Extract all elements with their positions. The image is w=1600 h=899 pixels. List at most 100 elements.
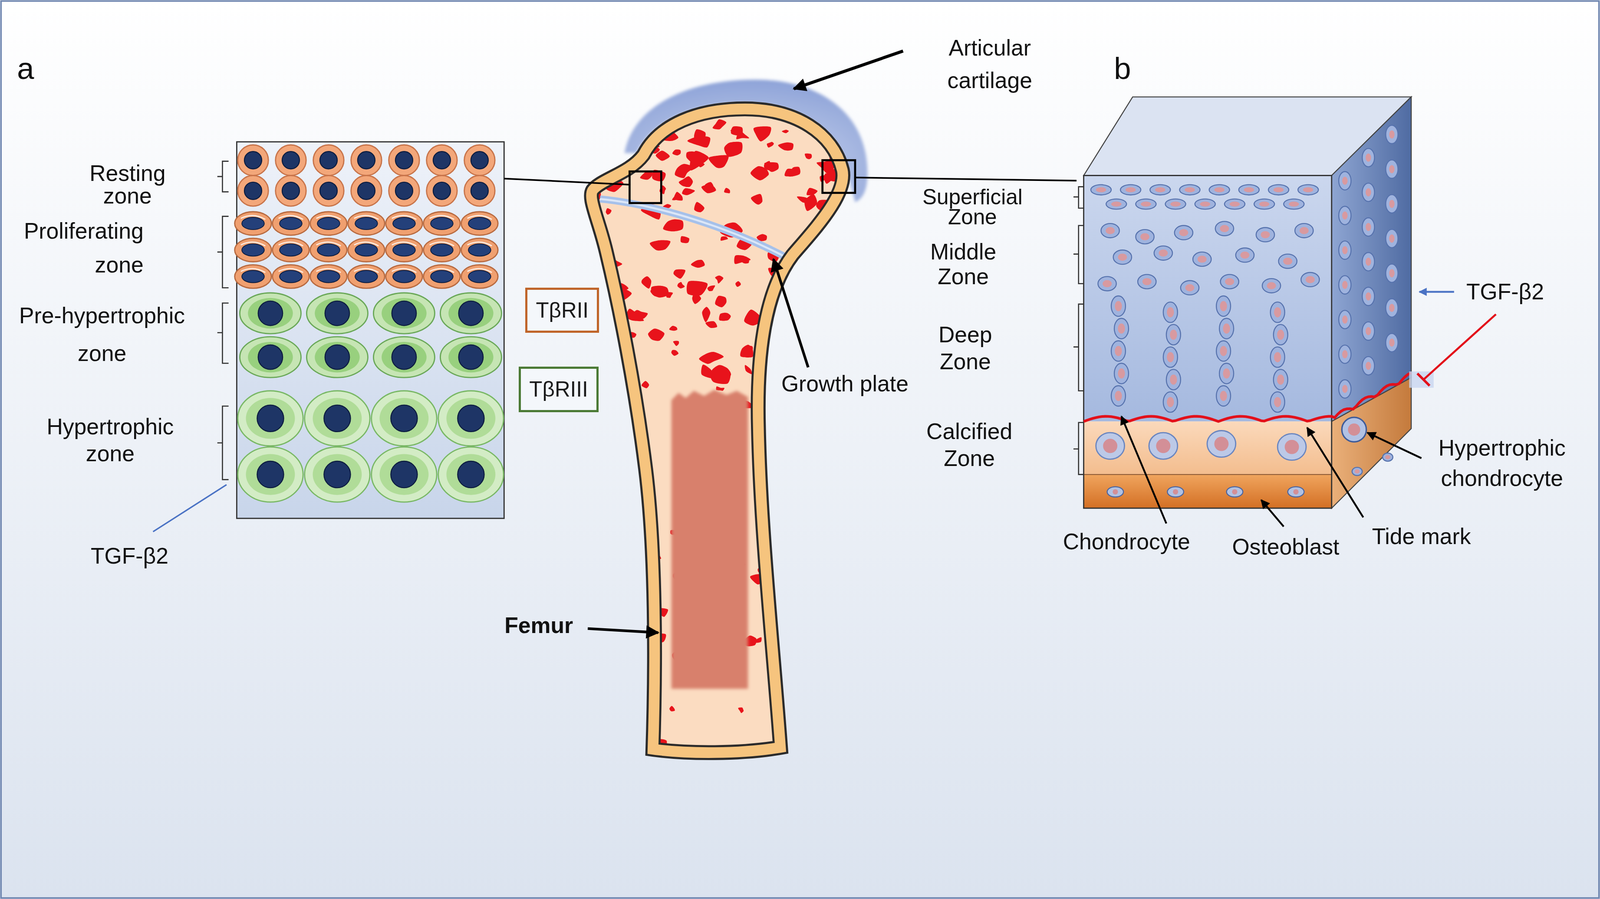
trabecula	[772, 472, 785, 484]
hypertrophic-chondrocyte	[371, 391, 437, 447]
trabecula	[609, 386, 616, 391]
zone-label: Pre-hypertrophic zone	[4, 296, 201, 374]
osteoblast-cell	[1107, 487, 1124, 498]
cell-nucleus	[430, 243, 454, 257]
trabecula	[781, 129, 789, 134]
proliferating-chondrocyte	[272, 211, 310, 236]
trabecula	[804, 153, 812, 160]
deep-chondrocyte	[1114, 363, 1129, 384]
cell-cytoplasm	[446, 398, 496, 439]
trabecula	[791, 275, 809, 285]
cell-cytoplasm	[247, 298, 293, 330]
bone-marrow	[671, 389, 748, 689]
bracket	[1073, 422, 1085, 475]
label-holder: TGF-β2	[1466, 279, 1545, 305]
layer-line	[1083, 474, 1332, 476]
deep-chondrocyte	[1270, 391, 1285, 413]
middle-chondrocyte	[1220, 274, 1239, 290]
cortex-edge	[584, 102, 850, 760]
trabecula	[605, 208, 612, 215]
osteoblast-cell	[1226, 487, 1244, 498]
middle-chondrocyte	[1113, 250, 1132, 265]
trabecula	[762, 127, 770, 133]
zone-label: Superficial Zone	[922, 187, 1023, 228]
trabecula	[680, 236, 690, 244]
cell-nucleus	[1170, 201, 1181, 207]
label-holder: Deep Zone	[938, 321, 993, 376]
trabecula	[708, 154, 729, 168]
receptor-name: TβRII	[535, 298, 589, 323]
cell-nucleus	[1185, 284, 1195, 292]
hypertrophic-chondrocyte	[237, 447, 303, 503]
pointer-arrow	[1367, 432, 1422, 459]
trabecula	[777, 142, 794, 151]
cell-nucleus	[1240, 251, 1250, 259]
deep-chondrocyte	[1163, 347, 1178, 368]
trabecula	[698, 352, 724, 365]
trabecula	[819, 643, 827, 650]
side-chondrocyte	[1338, 206, 1351, 225]
side-chondrocyte	[1338, 171, 1351, 191]
cell-nucleus	[1102, 438, 1118, 454]
label-holder: Hypertrophic zone	[46, 413, 174, 468]
growth-plate-line	[599, 199, 809, 270]
cell-highlight	[354, 242, 379, 247]
pointer-arrow	[1261, 500, 1284, 527]
cell-nucleus	[1197, 255, 1207, 263]
middle-chondrocyte	[1174, 225, 1193, 241]
label-holder: Femur	[504, 612, 573, 639]
cell-nucleus	[1260, 231, 1270, 239]
resting-chondrocyte	[351, 144, 382, 176]
femur-outline	[584, 102, 850, 760]
cell-nucleus	[1342, 280, 1348, 290]
cell-cytoplasm	[446, 454, 496, 496]
cell-highlight	[391, 215, 417, 220]
cell-nucleus	[1117, 253, 1127, 261]
deep-chondrocyte	[1219, 318, 1234, 340]
cell-highlight	[467, 268, 492, 273]
deep-chondrocyte	[1216, 385, 1231, 407]
trabecula	[832, 121, 849, 135]
part-label: Osteoblast	[1231, 534, 1340, 560]
trabecula	[648, 328, 665, 341]
superficial-chondrocyte	[1165, 199, 1186, 210]
trabecula	[809, 619, 818, 627]
trabecula	[714, 275, 724, 284]
signal-arrow	[1419, 291, 1455, 294]
trabecula	[718, 312, 731, 322]
cell-nucleus	[244, 151, 262, 169]
label-holder: Osteoblast	[1231, 534, 1340, 560]
trabecula	[803, 260, 820, 275]
hypertrophic-chondrocyte	[1341, 417, 1367, 442]
cell-nucleus	[1274, 352, 1281, 363]
resting-chondrocyte	[388, 144, 420, 176]
cell-nucleus	[1365, 223, 1372, 232]
trabecula	[818, 307, 826, 320]
zoom-line	[855, 177, 1077, 181]
cell-nucleus	[1365, 327, 1372, 336]
label-holder: Calcified Zone	[926, 418, 1013, 472]
resting-chondrocyte	[275, 144, 307, 176]
prehypertrophic-chondrocyte	[373, 336, 435, 378]
cell-nucleus	[241, 217, 265, 230]
cell-nucleus	[1244, 187, 1255, 193]
trabecula	[735, 281, 741, 287]
middle-chondrocyte	[1256, 227, 1275, 242]
middle-chondrocyte	[1300, 272, 1320, 287]
cell-nucleus	[1222, 368, 1230, 379]
cell-nucleus	[1342, 385, 1348, 394]
trabecula	[830, 745, 850, 756]
cell-nucleus	[357, 182, 376, 200]
bracket	[217, 303, 229, 364]
proliferating-chondrocyte	[423, 264, 461, 289]
hypertrophic-chondrocyte	[371, 447, 437, 503]
trabecula	[835, 481, 843, 488]
side-chondrocyte	[1362, 148, 1375, 167]
trabecula	[767, 141, 774, 148]
zone-label: Hypertrophic zone	[46, 413, 174, 468]
prehypertrophic-chondrocyte	[239, 293, 301, 334]
cell-nucleus	[323, 461, 351, 488]
deep-chondrocyte	[1219, 363, 1234, 384]
